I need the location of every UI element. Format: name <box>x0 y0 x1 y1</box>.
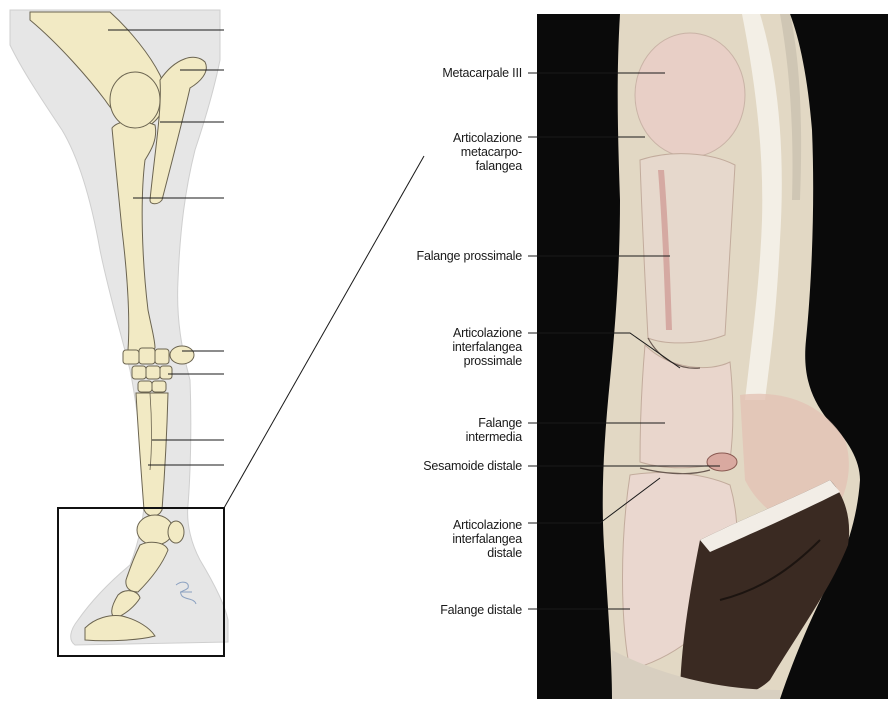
label-articolazione-interfalangea-distale: Articolazione interfalangea distale <box>452 518 522 560</box>
navicular-bone <box>707 453 737 471</box>
label-falange-distale: Falange distale <box>440 603 522 617</box>
zoom-connector-line <box>224 156 424 508</box>
specimen-photo <box>537 14 888 699</box>
label-articolazione-metacarpo-falangea: Articolazione metacarpo- falangea <box>453 131 522 173</box>
proximal-phalanx-photo <box>640 154 735 343</box>
label-metacarpale-iii: Metacarpale III <box>442 66 522 80</box>
label-falange-intermedia: Falange intermedia <box>466 416 522 444</box>
metacarpal-bone <box>136 393 168 516</box>
label-falange-prossimale: Falange prossimale <box>417 249 522 263</box>
limb-illustration <box>10 10 228 656</box>
label-sesamoide-distale: Sesamoide distale <box>423 459 522 473</box>
label-articolazione-interfalangea-prossimale: Articolazione interfalangea prossimale <box>452 326 522 368</box>
metacarpal-head <box>635 33 745 157</box>
